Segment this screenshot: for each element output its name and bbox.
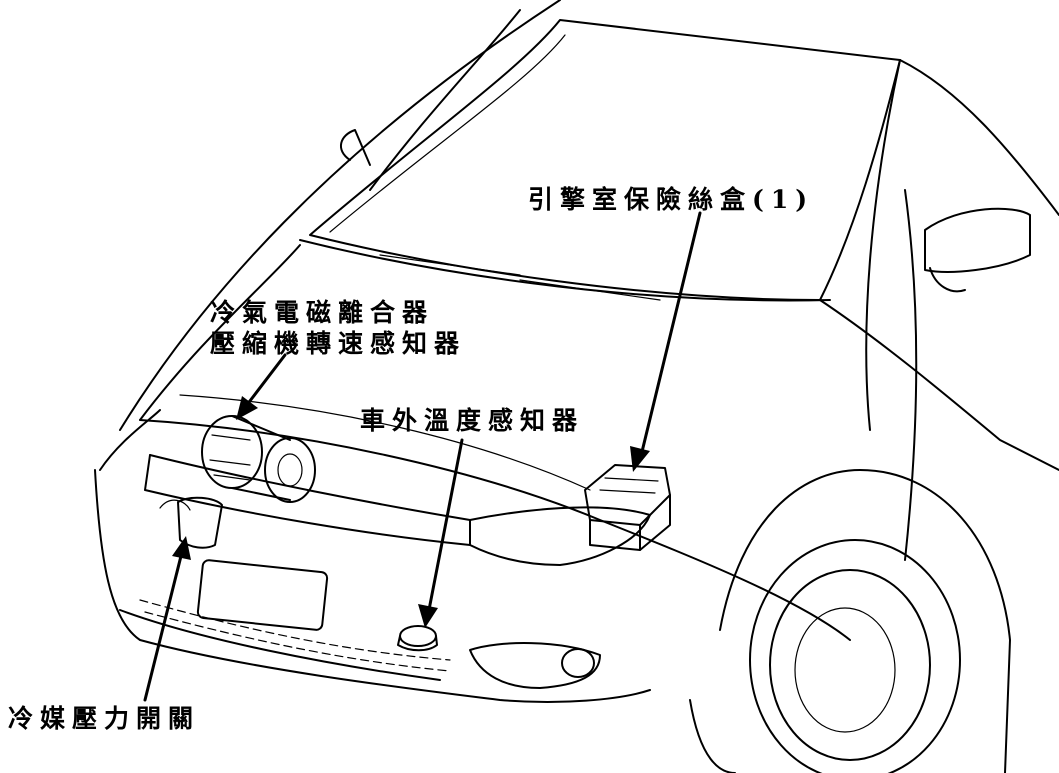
fuse-box-label: 引擎室保險絲盒(1) — [528, 184, 814, 215]
compressor-speed-sensor-label: 壓縮機轉速感知器 — [210, 329, 467, 359]
pressure-switch-label: 冷媒壓力開關 — [8, 703, 200, 734]
fuse-box-label-text: 引擎室保險絲盒(1) — [528, 185, 815, 214]
lower-grille — [139, 599, 451, 661]
upper-grille — [149, 454, 471, 521]
front-wheel — [749, 539, 961, 773]
fuse-box-icon — [584, 464, 671, 551]
roof-line — [119, 0, 561, 431]
license-plate — [196, 559, 329, 631]
ambient-temp-sensor-label: 車外溫度感知器 — [360, 405, 584, 436]
pressure-switch-label-text: 冷媒壓力開關 — [8, 704, 201, 733]
compressor-icon — [201, 415, 316, 503]
headlight — [469, 506, 651, 566]
windshield — [309, 19, 901, 301]
temperature-sensor-icon — [397, 625, 438, 652]
a-pillar — [899, 59, 1059, 216]
wiper-cowl — [299, 239, 831, 302]
fog-lamp — [469, 642, 601, 689]
wheel-arch — [719, 469, 1011, 773]
hood — [139, 244, 301, 421]
callout-arrows — [143, 211, 702, 702]
side-mirror — [924, 207, 1031, 273]
compressor-label: 冷氣電磁離合器 壓縮機轉速感知器 — [210, 297, 466, 360]
front-bumper — [94, 469, 651, 703]
ac-magnetic-clutch-label: 冷氣電磁離合器 — [210, 298, 435, 327]
ambient-temp-sensor-label-text: 車外溫度感知器 — [360, 406, 585, 435]
